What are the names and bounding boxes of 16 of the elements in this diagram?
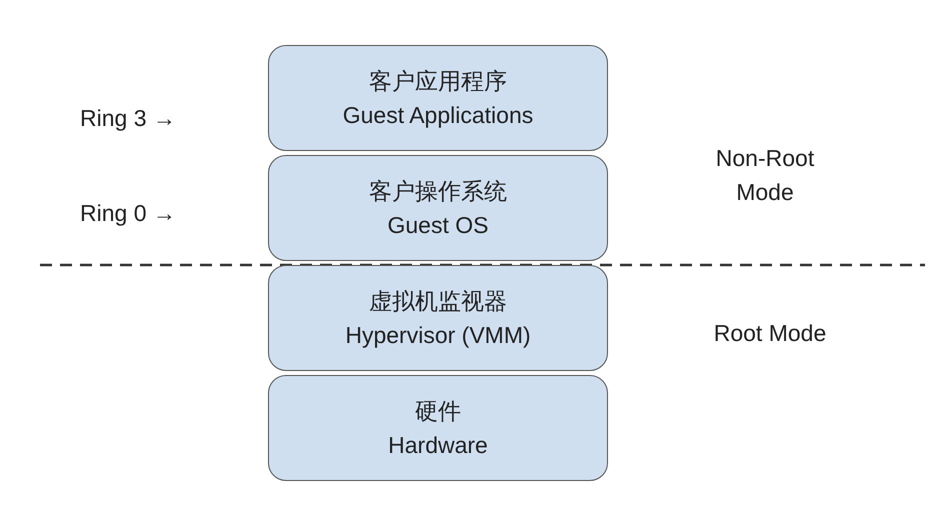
layer-title: 硬件 [415,397,461,426]
layer-subtitle: Hypervisor (VMM) [345,321,531,350]
layer-title: 客户操作系统 [369,177,507,206]
layer-box [268,265,608,371]
layer-box [268,45,608,151]
ring-label: Ring 0 → [80,199,177,228]
layer-box [268,375,608,481]
layer-subtitle: Guest Applications [342,101,534,130]
layer-subtitle: Guest OS [388,211,488,240]
layer-title: 虚拟机监视器 [369,287,507,316]
layer-title: 客户应用程序 [369,67,507,96]
ring-label: Ring 3 → [80,104,177,133]
layer-box [268,155,608,261]
mode-label: Non-Root Mode [714,144,816,207]
layer-subtitle: Hardware [388,431,488,460]
mode-label: Root Mode [712,319,828,348]
